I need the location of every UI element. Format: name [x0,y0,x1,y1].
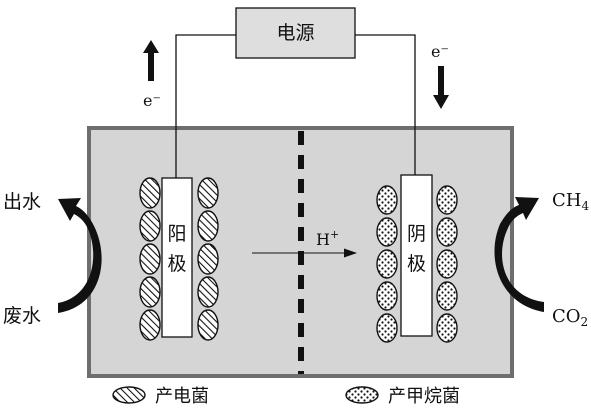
electron-flow-left: e⁻ [143,40,161,110]
power-supply-label: 电源 [276,22,314,44]
methanogen-bacteria-left [376,185,398,343]
anode-label-top: 阳 [167,223,186,245]
co2-label: CO2 [552,306,588,329]
electrogenic-bacterium [139,177,161,209]
gas-flow-curved-arrow-icon [494,197,544,312]
right-arrow-icon [344,248,357,258]
proton-label: H+ [316,228,339,249]
cathode-label-bottom: 极 [407,253,426,275]
electrogenic-bacterium [197,210,219,242]
methanogen-bacteria-right [436,185,458,343]
methanogen-bacterium [436,249,458,279]
legend: 产电菌 产甲烷菌 [112,386,460,407]
methanogen-bacterium [436,281,458,311]
electrogenic-bacterium [139,309,161,341]
electrogenic-bacterium [139,210,161,242]
methanogen-bacterium [436,185,458,215]
waste-water-label: 废水 [3,305,41,327]
power-supply: 电源 [235,7,356,59]
anode: 阳 极 [161,177,193,338]
methanogen-bacterium [376,185,398,215]
methanogen-bacterium [376,249,398,279]
electrogenic-bacterium [139,243,161,275]
cathode-label-top: 阴 [407,223,426,245]
outlet-water-label: 出水 [3,191,41,213]
legend-electrogenic-label: 产电菌 [155,386,209,407]
wire-left [175,34,236,178]
electron-label-right: e⁻ [431,42,449,61]
electron-label-left: e⁻ [143,91,161,110]
methanogen-bacterium [376,313,398,343]
legend-methanogen-swatch [345,386,379,404]
electrogenic-bacterium [139,276,161,308]
water-flow-curved-arrow-icon [58,198,102,313]
electron-flow-right: e⁻ [431,42,449,109]
down-arrow-icon [433,66,449,109]
electrogenic-bacterium [197,243,219,275]
up-arrow-icon [143,40,159,81]
methanogen-bacterium [436,217,458,247]
electrogenic-bacterium [197,177,219,209]
cathode: 阴 极 [400,174,433,337]
ch4-label: CH4 [552,190,589,213]
proton-flow: H+ [252,228,357,258]
electrogenic-bacterium [197,276,219,308]
wire-right [355,34,416,178]
anode-label-bottom: 极 [167,253,186,275]
electrogenic-bacteria-left [139,177,161,341]
methanogen-bacterium [376,281,398,311]
methanogen-bacterium [376,217,398,247]
electrogenic-bacteria-right [197,177,219,341]
legend-methanogen-label: 产甲烷菌 [388,386,460,407]
electrogenic-bacterium [197,309,219,341]
methanogen-bacterium [436,313,458,343]
legend-electrogenic-swatch [112,386,146,404]
